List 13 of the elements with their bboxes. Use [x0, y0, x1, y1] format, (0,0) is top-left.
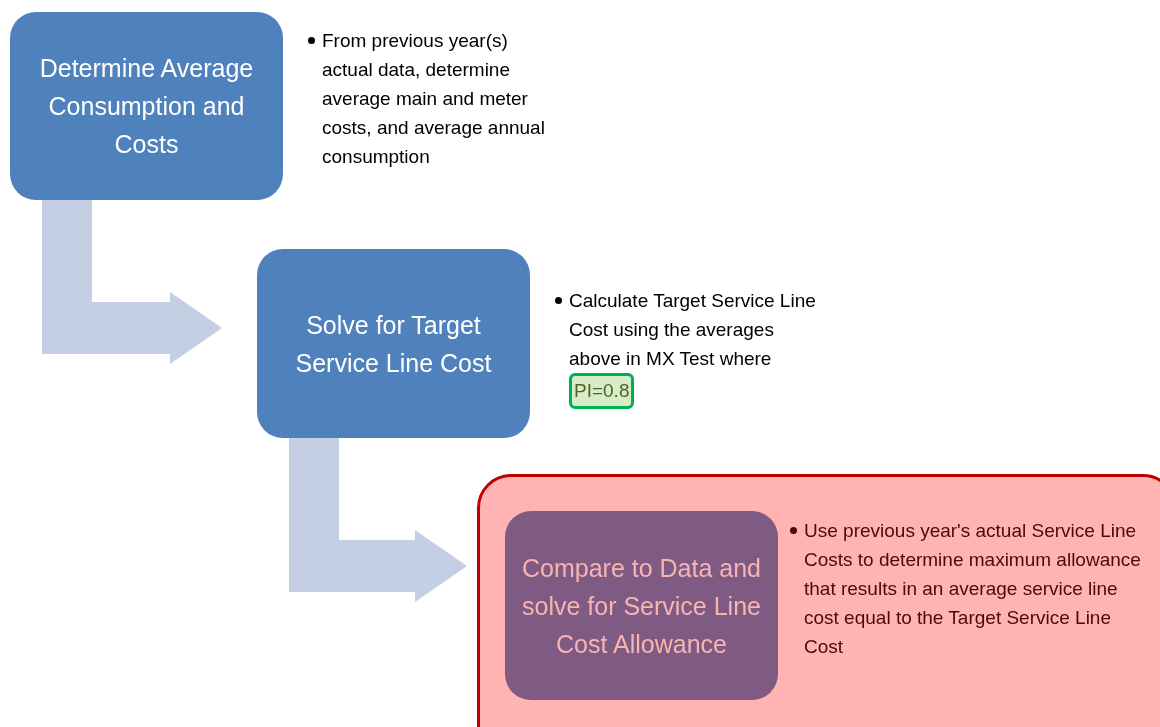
box-label: Determine Average Consumption and Costs	[38, 53, 255, 160]
highlighted-value: PI=0.8	[569, 373, 635, 409]
bullet-text: Calculate Target Service Line Cost using the averages above in MX Test where	[569, 290, 816, 369]
process-box	[10, 12, 283, 200]
bullet-text: From previous year(s) actual data, determine average main and meter costs, and average annual consumption	[322, 30, 545, 167]
bullet-text: Use previous year's actual Service Line Costs to determine maximum allowance that results in an average service line cost equal to the Target Service Line Cost	[804, 520, 1141, 657]
process-box	[505, 511, 778, 700]
process-box	[257, 249, 530, 438]
box-label: Solve for Target Service Line Cost	[294, 309, 493, 379]
box-label: Compare to Data and solve for Service Line Cost Allowance	[521, 552, 762, 660]
block-arrow	[289, 438, 467, 602]
highlight-panel	[477, 474, 1160, 727]
block-arrow	[42, 200, 222, 364]
